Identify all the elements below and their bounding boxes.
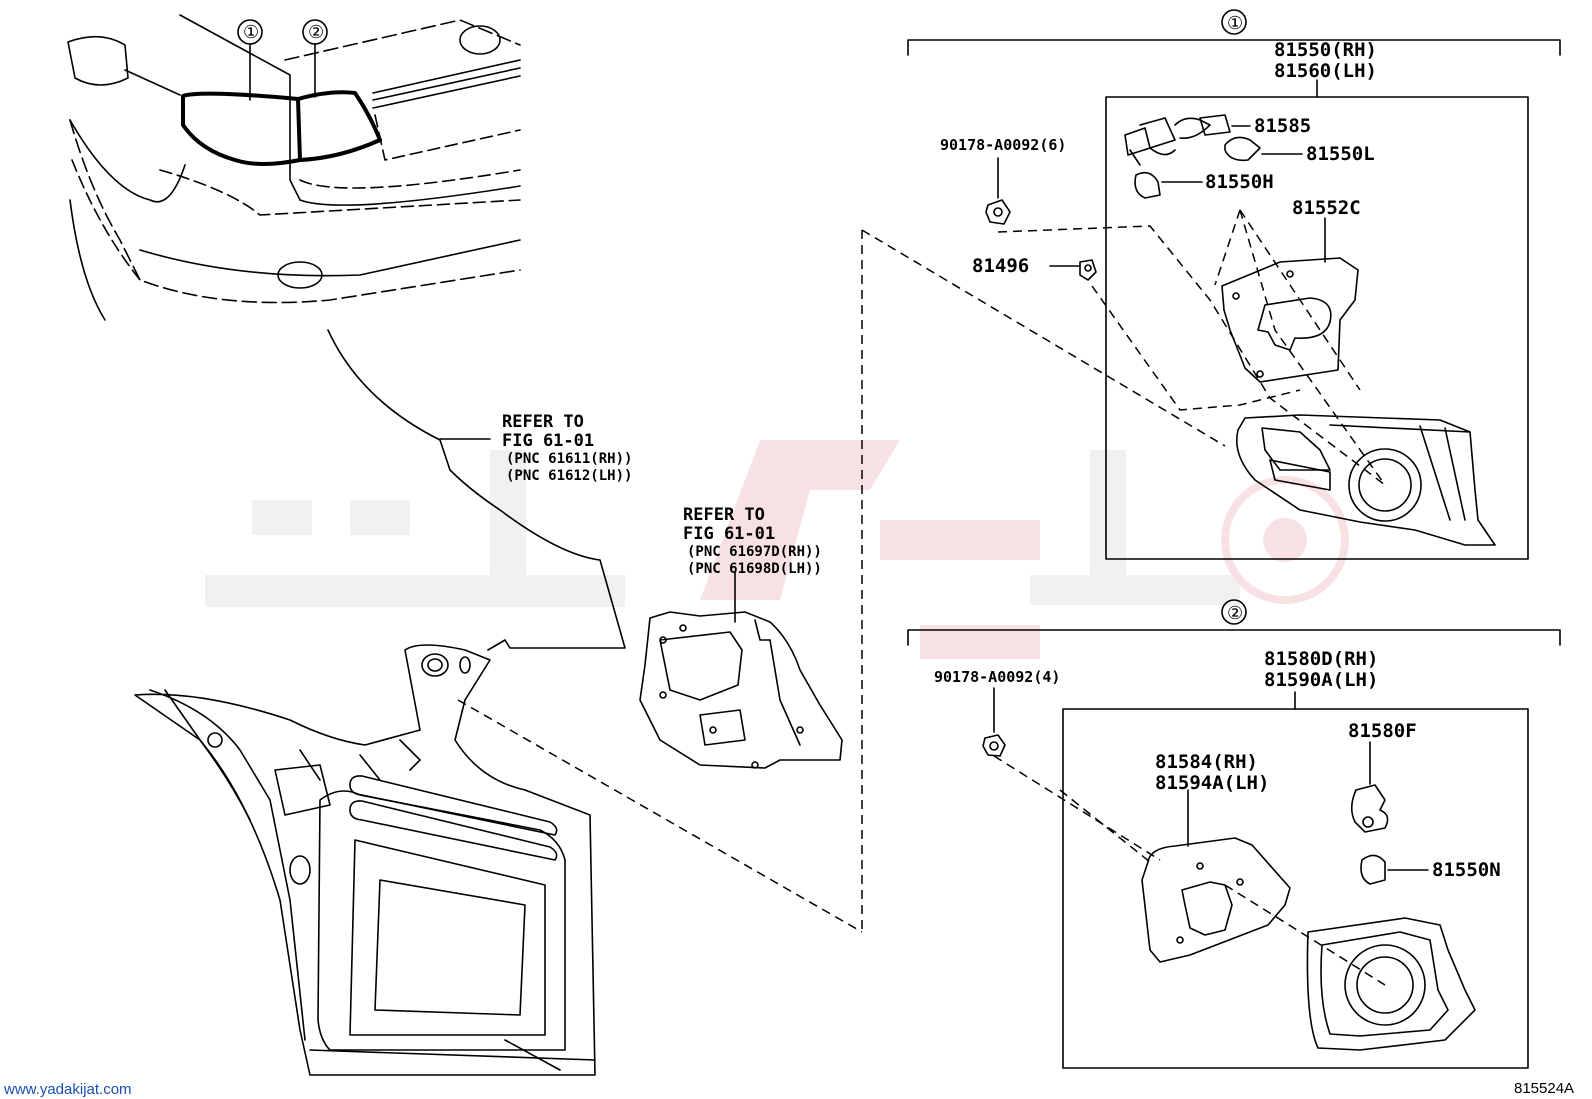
part-81580d-rh: 81580D(RH) — [1264, 648, 1378, 670]
part-81594a-lh: 81594A(LH) — [1155, 772, 1269, 794]
refer-1-line-2: FIG 61-01 — [502, 431, 594, 451]
part-81590a-lh: 81590A(LH) — [1264, 669, 1378, 691]
socket-81580f — [1350, 784, 1389, 833]
screw-90178-6 — [985, 199, 1011, 225]
gasket-81552c — [1221, 257, 1359, 383]
vehicle-rear-view — [67, 14, 521, 321]
part-81552c: 81552C — [1292, 197, 1361, 219]
screw-90178-4 — [982, 734, 1006, 757]
group-1-labels: 81550(RH) 81560(LH) 90178-A0092(6) 81496… — [940, 39, 1377, 277]
callout-1-label: ① — [243, 22, 259, 43]
clip-81496 — [1079, 259, 1097, 281]
part-81550n: 81550N — [1432, 859, 1501, 881]
group-2-header: ② — [1227, 603, 1243, 624]
refer-2-line-3: (PNC 61697D(RH)) — [687, 544, 822, 560]
part-81584-rh: 81584(RH) — [1155, 751, 1258, 773]
bulb-81550l — [1224, 136, 1261, 162]
refer-1-line-3: (PNC 61611(RH)) — [506, 451, 632, 467]
lamp-bracket — [639, 611, 843, 769]
refer-1-line-1: REFER TO — [502, 412, 584, 432]
part-81560-lh: 81560(LH) — [1274, 60, 1377, 82]
group-1-header: ① — [1227, 13, 1243, 34]
back-lamp-assembly — [1306, 917, 1476, 1051]
callout-2-label: ② — [308, 22, 324, 43]
refer-2-line-2: FIG 61-01 — [683, 524, 775, 544]
socket-and-wire-81585 — [1124, 114, 1231, 166]
part-81585: 81585 — [1254, 115, 1311, 137]
exploded-view-guides — [457, 209, 1386, 986]
rear-combination-lamp — [1236, 414, 1496, 546]
bulb-81550h — [1134, 171, 1161, 199]
refer-2-line-4: (PNC 61698D(LH)) — [687, 561, 822, 577]
callout-labels: ① ② ① ② — [243, 13, 1243, 624]
group-2-labels: 81580D(RH) 81590A(LH) 90178-A0092(4) 815… — [934, 648, 1501, 881]
part-81550l: 81550L — [1306, 143, 1375, 165]
refer-1-line-4: (PNC 61612(LH)) — [506, 468, 632, 484]
refer-2-line-1: REFER TO — [683, 505, 765, 525]
part-81550h: 81550H — [1205, 171, 1274, 193]
part-81580f: 81580F — [1348, 720, 1417, 742]
refer-note-1: REFER TO FIG 61-01 (PNC 61611(RH)) (PNC … — [502, 412, 632, 484]
website-link[interactable]: www.yadakijat.com — [3, 1081, 132, 1098]
part-81496: 81496 — [972, 255, 1029, 277]
gasket-81584 — [1141, 837, 1291, 963]
part-screw-90178-4: 90178-A0092(4) — [934, 668, 1060, 686]
bulb-81550n — [1360, 854, 1386, 885]
diagram-code: 815524A — [1514, 1080, 1574, 1097]
part-81550-rh: 81550(RH) — [1274, 39, 1377, 61]
refer-note-2: REFER TO FIG 61-01 (PNC 61697D(RH)) (PNC… — [683, 505, 822, 577]
inner-quarter-panel — [134, 644, 596, 1076]
quarter-panel-edge — [327, 329, 626, 651]
part-screw-90178-6: 90178-A0092(6) — [940, 136, 1066, 154]
